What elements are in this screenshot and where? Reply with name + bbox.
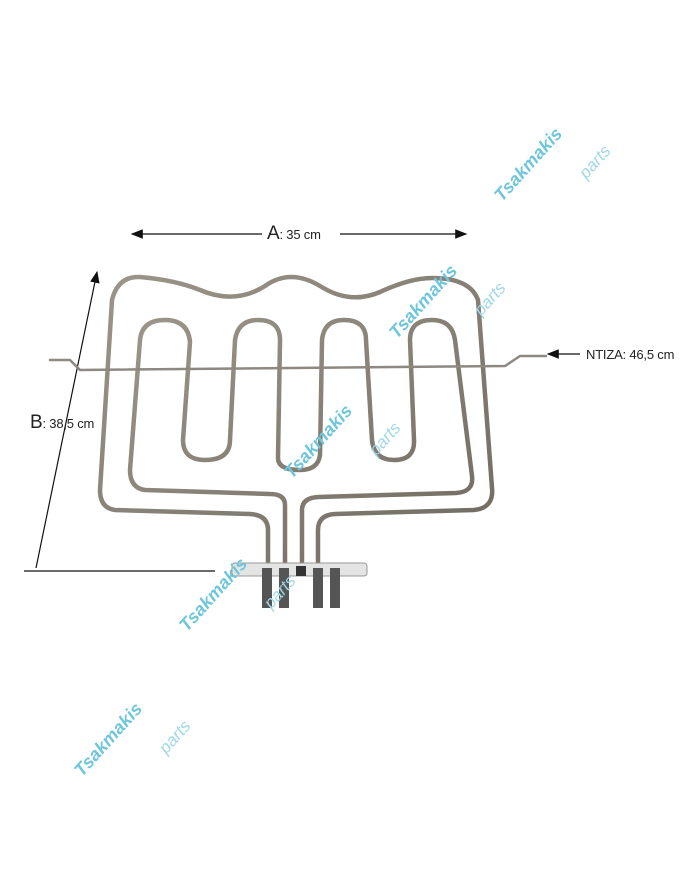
dimension-b-letter: B [30,412,43,433]
heating-element [48,274,548,573]
dimension-a-letter: A [267,223,280,244]
dimension-a-label: A: 35 cm [267,223,321,245]
dimension-a-value: : 35 cm [279,227,321,242]
dimension-b-value: : 38,5 cm [42,416,95,431]
dimension-b-arrow [35,270,100,569]
terminal-block [231,562,368,608]
dimension-b-label: B: 38,5 cm [30,412,94,434]
rod-length-label: NTIZA: 46,5 cm [586,347,675,362]
